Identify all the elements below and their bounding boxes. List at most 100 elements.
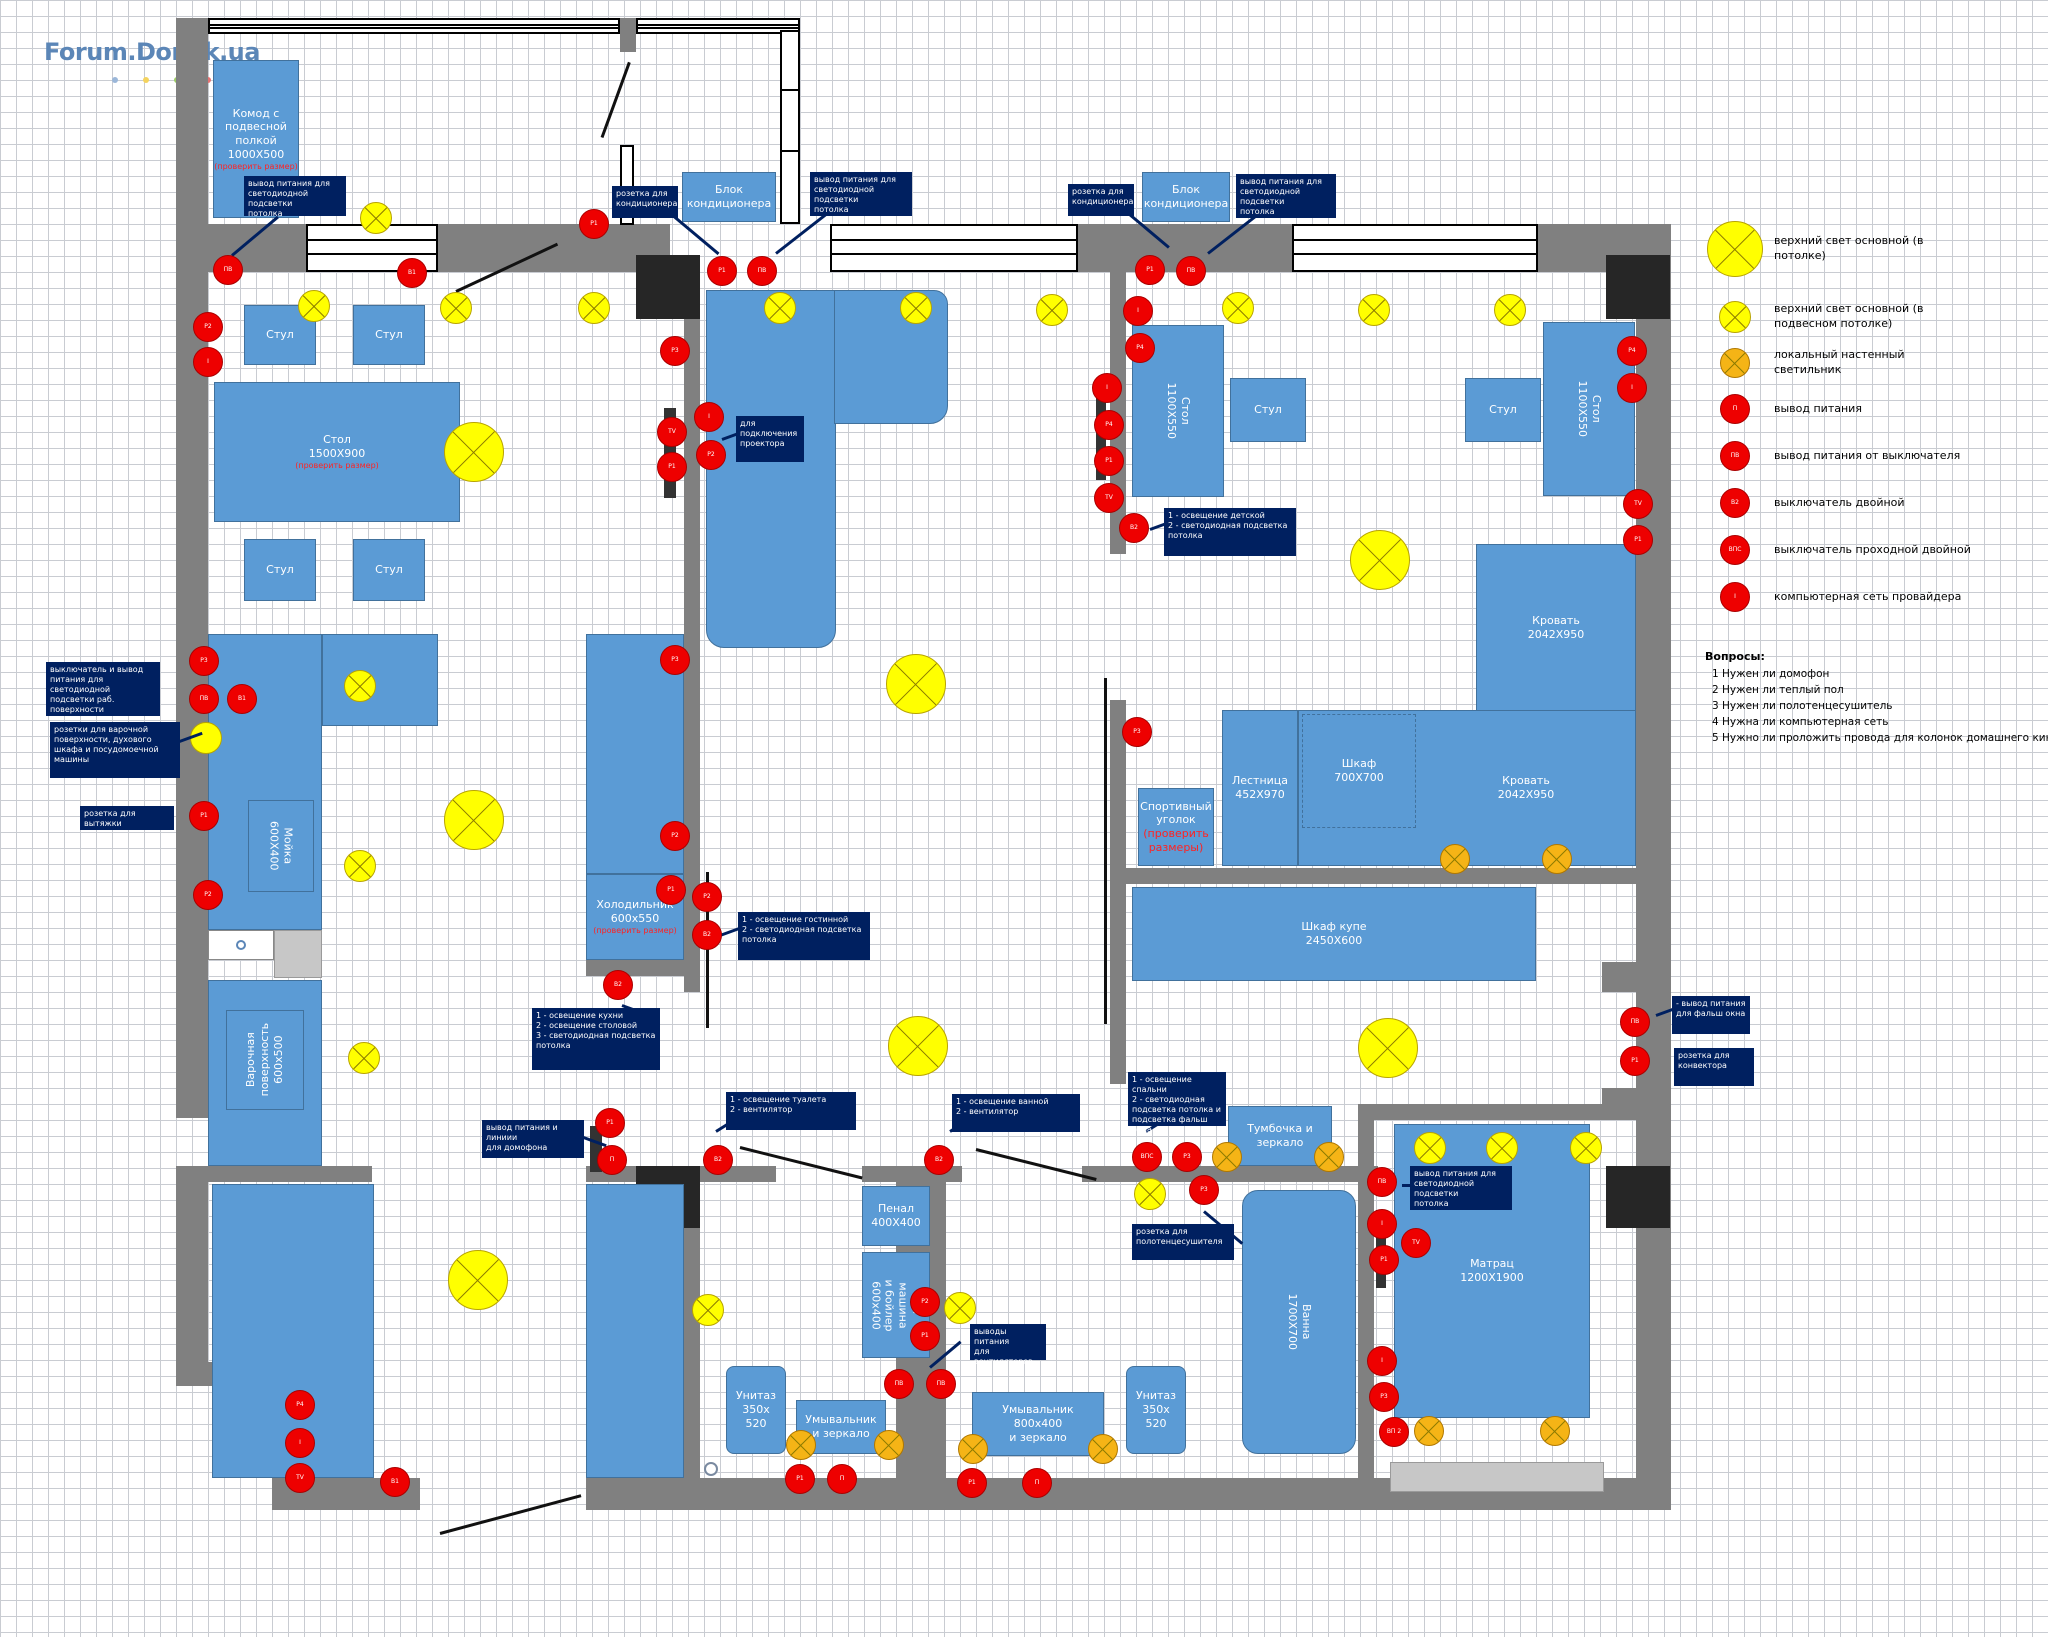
callout-ac-socket: розетка для кондиционера — [612, 186, 678, 218]
question-item: 4 Нужна ли компьютерная сеть — [1712, 716, 1889, 728]
question-item: 2 Нужен ли теплый пол — [1712, 684, 1844, 696]
ceiling-light-main — [886, 654, 946, 714]
wall-light — [1440, 844, 1470, 874]
bath-door — [975, 1148, 1097, 1181]
wall-bath-north — [1082, 1166, 1378, 1182]
wall-top-kitchen — [176, 18, 208, 38]
outlet-marker: В2 — [692, 920, 722, 950]
ceiling-light-main — [444, 790, 504, 850]
furniture-toilet: Унитаз 350x 520 — [726, 1366, 786, 1454]
outlet-marker: П — [1022, 1468, 1052, 1498]
outlet-marker: Р3 — [1172, 1142, 1202, 1172]
furniture-sink: Мойка 600X400 — [248, 800, 314, 892]
furniture-bed: Кровать 2042X950 — [1497, 774, 1555, 801]
callout-wc-switch: 1 - освещение туалета 2 - вентилятор — [726, 1092, 856, 1130]
cooktop-socket-marker — [190, 722, 222, 754]
ceiling-light-small — [1358, 294, 1390, 326]
ceiling-light-small — [1414, 1132, 1446, 1164]
outlet-marker: TV — [1623, 489, 1653, 519]
furniture-chair: Стул — [353, 539, 425, 601]
outlet-marker: В2 — [703, 1145, 733, 1175]
question-item: 1 Нужен ли домофон — [1712, 668, 1830, 680]
outlet-marker: Р2 — [193, 880, 223, 910]
ceiling-light-small — [1486, 1132, 1518, 1164]
ceiling-light-small — [1222, 292, 1254, 324]
column — [636, 255, 700, 319]
legend-outlet-icon: ВПС — [1720, 535, 1750, 565]
outlet-marker: I — [1367, 1209, 1397, 1239]
wall-right-stub — [1602, 962, 1636, 992]
outlet-marker: Р3 — [660, 336, 690, 366]
outlet-marker: Р1 — [189, 801, 219, 831]
column — [1606, 1166, 1670, 1228]
outlet-marker: В2 — [1119, 513, 1149, 543]
outlet-marker: ВП 2 — [1379, 1417, 1409, 1447]
wardrobe-outline — [1302, 714, 1416, 828]
outlet-marker: ПВ — [189, 684, 219, 714]
furniture-bed: Кровать 2042X950 — [1476, 544, 1636, 712]
callout-kitchen-switch: 1 - освещение кухни 2 - освещение столов… — [532, 1008, 660, 1070]
ceiling-light-small — [1494, 294, 1526, 326]
sliding-door — [1104, 678, 1107, 1024]
outlet-marker: ПВ — [884, 1369, 914, 1399]
outlet-marker: Р1 — [1623, 525, 1653, 555]
legend-outlet-icon: В2 — [1720, 488, 1750, 518]
outlet-marker: Р3 — [660, 645, 690, 675]
outlet-marker: Р2 — [660, 821, 690, 851]
legend-label: верхний свет основной (в потолке) — [1774, 234, 1924, 262]
ceiling-light-small — [900, 292, 932, 324]
outlet-marker: Р1 — [785, 1464, 815, 1494]
outlet-marker: Р3 — [1189, 1175, 1219, 1205]
wall-kitchen-hall — [176, 1166, 372, 1182]
furniture-toilet: Унитаз 350x 520 — [1126, 1366, 1186, 1454]
callout-ceiling-led-kitchen: вывод питания для светодиодной подсветки… — [244, 176, 346, 218]
callout-living-switch: 1 - освещение гостинной 2 - светодиодная… — [738, 912, 870, 960]
outlet-marker: Р1 — [1135, 255, 1165, 285]
ceiling-light-small — [944, 1292, 976, 1324]
outlet-marker: ПВ — [747, 256, 777, 286]
outlet-marker: Р1 — [910, 1321, 940, 1351]
ceiling-light-main — [444, 422, 504, 482]
outlet-marker: Р1 — [579, 209, 609, 239]
callout-ceiling-led-master: вывод питания для светодиодной подсветки… — [1410, 1166, 1512, 1210]
questions-title: Вопросы: — [1705, 650, 1765, 663]
legend-row: верхний свет основной (в потолке) — [1704, 221, 1924, 277]
callout-projector: для подключения проектора — [736, 416, 804, 462]
callout-bedroom-switch: 1 - освещение спальни 2 - светодиодная п… — [1128, 1072, 1226, 1134]
callout-cooktop-sockets: розетки для варочной поверхности, духово… — [50, 722, 180, 778]
legend-label: выключатель двойной — [1774, 495, 1905, 509]
callout-ac-socket: розетка для кондиционера — [1068, 184, 1134, 216]
outlet-marker: Р1 — [1369, 1245, 1399, 1275]
ceiling-light-main — [1350, 530, 1410, 590]
outlet-marker: В1 — [380, 1467, 410, 1497]
furniture-chair: Стул — [353, 305, 425, 365]
wall-light — [1314, 1142, 1344, 1172]
outlet-marker: ПВ — [926, 1369, 956, 1399]
furniture-bathtub: Ванна 1700X700 — [1242, 1190, 1356, 1454]
ceiling-light-small — [1570, 1132, 1602, 1164]
outlet-marker: Р1 — [707, 256, 737, 286]
furniture-dining-table: Стол 1500X900(проверить размер) — [214, 382, 460, 522]
wall-bedroom-split — [1110, 868, 1636, 884]
callout-towel-dryer: розетка для полотенцесушителя — [1132, 1224, 1234, 1260]
outlet-marker: I — [1617, 373, 1647, 403]
outlet-marker: Р4 — [1094, 410, 1124, 440]
legend-wall-lamp-icon — [1720, 348, 1750, 378]
outlet-marker: Р1 — [1620, 1046, 1650, 1076]
legend-label: локальный настенный светильник — [1774, 348, 1905, 376]
outlet-marker: Р3 — [1369, 1382, 1399, 1412]
wall-light — [874, 1430, 904, 1460]
question-item: 3 Нужен ли полотенцесушитель — [1712, 700, 1893, 712]
wall-master-north — [1374, 1104, 1636, 1120]
ceiling-light-small — [344, 670, 376, 702]
ceiling-light-main — [1358, 1018, 1418, 1078]
balcony-door — [600, 61, 631, 139]
wall-right-stub2 — [1602, 1088, 1636, 1118]
ceiling-light-small — [344, 850, 376, 882]
outlet-marker: I — [1092, 373, 1122, 403]
master-bench — [1390, 1462, 1604, 1492]
legend-lamp-big-icon — [1707, 221, 1763, 277]
